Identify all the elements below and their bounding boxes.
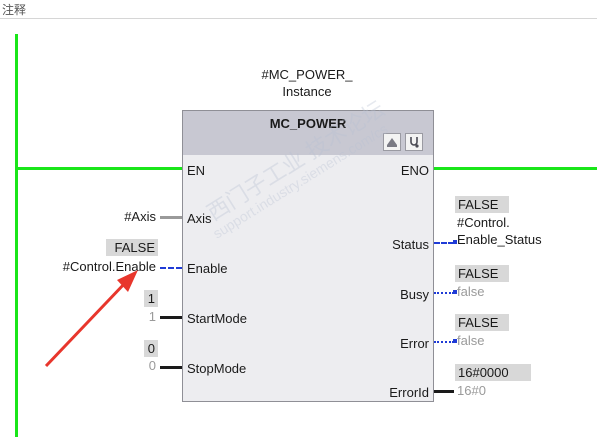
pin-enable-label: Enable: [187, 261, 228, 276]
axis-operand[interactable]: #Axis: [124, 209, 156, 224]
errorid-monitor-value: 16#0000: [455, 364, 531, 381]
pin-status-label: Status: [392, 237, 429, 252]
pin-busy-label: Busy: [400, 287, 429, 302]
enable-operand[interactable]: #Control.Enable: [62, 259, 156, 274]
pin-startmode-label: StartMode: [187, 311, 247, 326]
error-pin-wire: [434, 341, 454, 343]
pin-errorid-label: ErrorId: [389, 385, 429, 400]
en-power-flow-line: [15, 167, 183, 170]
block-diagnostic-icon[interactable]: [405, 133, 423, 151]
status-operand-line1[interactable]: #Control.: [457, 215, 510, 230]
errorid-pin-wire: [434, 390, 454, 393]
left-power-rail: [15, 34, 18, 437]
error-connector: [453, 339, 457, 343]
error-operand[interactable]: false: [457, 333, 485, 348]
stopmode-monitor-value: 0: [144, 340, 158, 357]
enable-pin-wire: [160, 267, 182, 269]
startmode-operand[interactable]: 1: [148, 309, 156, 324]
busy-connector: [453, 290, 457, 294]
eno-power-flow-line: [434, 167, 597, 170]
stopmode-operand[interactable]: 0: [148, 358, 156, 373]
status-connector: [453, 240, 457, 244]
pin-eno-label: ENO: [400, 163, 429, 178]
startmode-monitor-value: 1: [144, 290, 158, 307]
status-pin-wire: [434, 242, 454, 244]
pin-stopmode-label: StopMode: [187, 361, 247, 376]
error-monitor-value: FALSE: [455, 314, 509, 331]
status-operand-line2[interactable]: Enable_Status: [457, 232, 542, 247]
pin-axis-label: Axis: [187, 211, 212, 226]
axis-pin-wire: [160, 216, 182, 219]
pin-en-label: EN: [187, 163, 206, 178]
network-comment-bar[interactable]: 注释: [0, 0, 597, 19]
stopmode-pin-wire: [160, 366, 182, 369]
busy-pin-wire: [434, 292, 454, 294]
block-title: MC_POWER: [269, 116, 347, 131]
instance-db-label-line2[interactable]: Instance: [282, 84, 332, 99]
comment-label: 注释: [2, 3, 27, 17]
status-monitor-value: FALSE: [455, 196, 509, 213]
pin-error-label: Error: [400, 336, 429, 351]
busy-operand[interactable]: false: [457, 284, 485, 299]
instance-db-label-line1[interactable]: #MC_POWER_: [261, 67, 353, 82]
errorid-operand[interactable]: 16#0: [457, 383, 486, 398]
busy-monitor-value: FALSE: [455, 265, 509, 282]
mc-power-block[interactable]: MC_POWER EN Axis Enable StartMode StopMo…: [182, 110, 434, 402]
block-shield-icon[interactable]: [383, 133, 401, 151]
block-header: MC_POWER: [183, 111, 433, 155]
enable-monitor-value: FALSE: [106, 239, 158, 256]
startmode-pin-wire: [160, 316, 182, 319]
